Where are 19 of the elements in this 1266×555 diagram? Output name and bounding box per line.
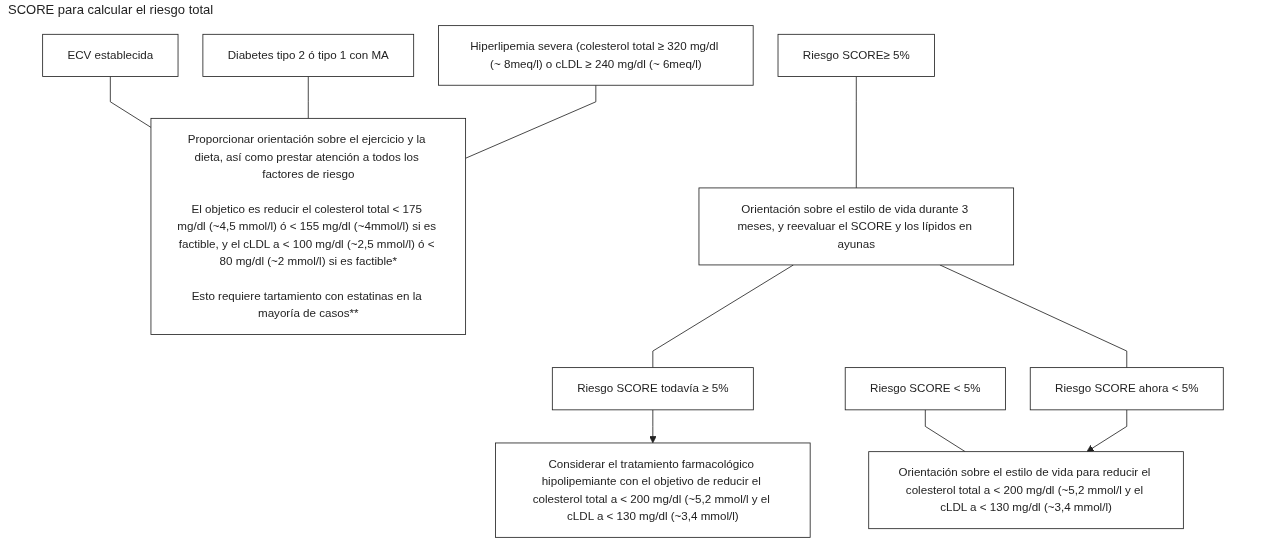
node-box: Riesgo SCORE < 5% <box>844 367 1006 411</box>
node-box: Considerar el tratamiento farmacológico hipolipemiante con el objetivo de reducir el colesterol total a < 200 mg/dl (~5,2 mmol/l y el cLDL a < 130 mg/dl (~3,4 mmol/l) <box>495 442 811 538</box>
node-box: ECV establecida <box>42 33 179 77</box>
connector <box>939 264 1128 369</box>
connector <box>855 76 857 189</box>
note-text: SCORE para calcular el riesgo total <box>8 2 215 17</box>
connector <box>652 264 794 369</box>
node-box: Proporcionar orientación sobre el ejercicio y la dieta, así como prestar atención a todos los factores de riesgo El objetico es reducir el colesterol total < 175 mg/dl (~4,5 mmol/l) ó < 155 mg/dl (~4mmol/l) si es factible, y el cLDL a < 100 mg/dl (~2,5 mmol/l) ó < 80 mg/dl (~2 mmol/l) si es factible* Esto requiere tartamiento con estatinas en la mayoría de casos** <box>150 117 467 335</box>
node-box: Diabetes tipo 2 ó tipo 1 con MA <box>202 33 415 77</box>
connector <box>109 76 152 128</box>
node-box: Orientación sobre el estilo de vida durante 3 meses, y reevaluar el SCORE y los lípidos en ayunas <box>698 187 1015 266</box>
node-box: Riesgo SCORE≥ 5% <box>777 33 935 77</box>
connector <box>924 409 966 453</box>
connector <box>465 84 597 159</box>
node-box: Riesgo SCORE todavía ≥ 5% <box>551 367 754 411</box>
connector <box>307 76 309 119</box>
node-box: Orientación sobre el estilo de vida para reducir el colesterol total a < 200 mg/dl (~5,2 mmol/l y el cLDL a < 130 mg/dl (~3,4 mmol/l) <box>868 451 1184 530</box>
node-box: Hiperlipemia severa (colesterol total ≥ 320 mg/dl (~ 8meq/l) o cLDL ≥ 240 mg/dl (~ 6meq/l) <box>438 25 754 86</box>
node-box: Riesgo SCORE ahora < 5% <box>1029 367 1224 411</box>
